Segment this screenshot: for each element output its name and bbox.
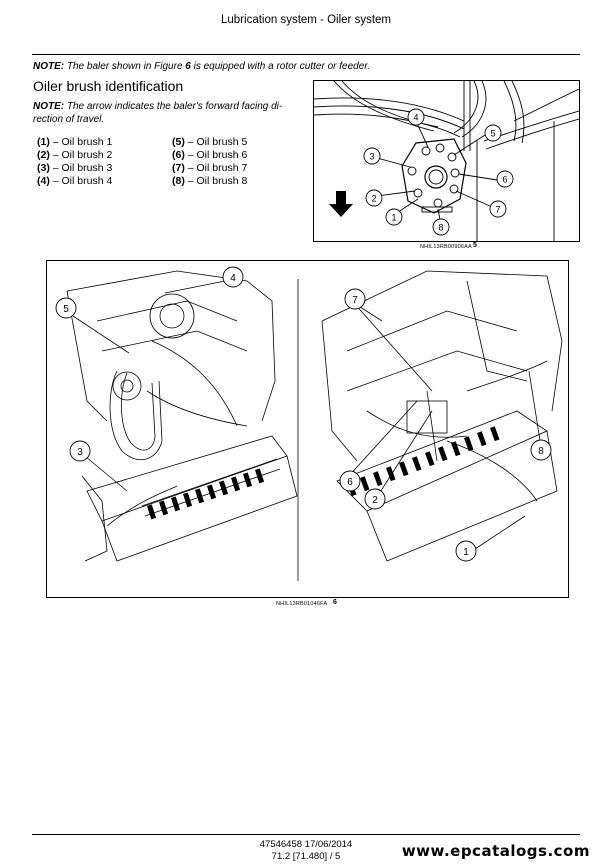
figure-5-code: NHIL13RB00906AA: [420, 244, 472, 250]
legend-item: (5) – Oil brush 5: [172, 136, 248, 148]
svg-text:2: 2: [372, 495, 378, 506]
figure-6-callouts: 4 5 3 7 6 2 8 1: [55, 266, 552, 562]
legend-item: (1) – Oil brush 1: [37, 136, 113, 148]
footer-doc-line: 47546458 17/06/2014: [259, 839, 353, 850]
figure-6-illustration: 4 5 3 7 6 2 8 1: [55, 266, 563, 581]
legend-item: (2) – Oil brush 2: [37, 149, 113, 161]
figure-6-left-teeth: [147, 468, 265, 520]
footer-page-line: 71.2 [71.480] / 5: [271, 851, 341, 862]
forward-arrow-icon: [329, 191, 353, 217]
svg-text:8: 8: [538, 446, 544, 457]
svg-text:3: 3: [369, 152, 374, 162]
note-arrow: NOTE: The arrow indicates the baler's fo…: [33, 100, 305, 126]
page-header-title: Lubrication system - Oiler system: [221, 14, 391, 26]
footer-rule: [32, 834, 580, 835]
legend-item: (6) – Oil brush 6: [172, 149, 248, 161]
svg-text:7: 7: [495, 205, 500, 215]
figure-6-right-view: [321, 270, 563, 562]
note-figure-ref: 6: [185, 61, 191, 72]
figure-5-frame: 4 5 3 6 2 7 1 8: [313, 80, 580, 242]
svg-text:4: 4: [413, 113, 418, 123]
svg-text:5: 5: [63, 304, 69, 315]
svg-text:1: 1: [391, 213, 396, 223]
header-rule: [32, 54, 580, 55]
note-figure-6: NOTE: The baler shown in Figure 6 is equ…: [33, 61, 593, 72]
legend-item: (8) – Oil brush 8: [172, 175, 248, 187]
figure-5-number: 5: [473, 242, 477, 249]
site-watermark: www.epcatalogs.com: [401, 842, 590, 860]
figure-6-leaders: [72, 280, 542, 552]
svg-text:1: 1: [463, 547, 469, 558]
note2-label: NOTE:: [33, 101, 65, 112]
figure-6-left-view: [66, 270, 298, 562]
svg-text:7: 7: [352, 295, 358, 306]
figure-6-code: NHIL13RB01046FA: [276, 601, 328, 607]
svg-text:4: 4: [230, 273, 236, 284]
svg-text:8: 8: [438, 223, 443, 233]
legend-item: (7) – Oil brush 7: [172, 162, 248, 174]
figure-5-illustration: 4 5 3 6 2 7 1 8: [314, 81, 579, 241]
note2-line2: rection of travel.: [33, 114, 105, 125]
note-text-pre: The baler shown in Figure: [64, 61, 186, 72]
note2-line1: The arrow indicates the baler's forward …: [64, 101, 283, 112]
section-title: Oiler brush identification: [33, 78, 184, 94]
svg-text:2: 2: [371, 194, 376, 204]
legend-item: (4) – Oil brush 4: [37, 175, 113, 187]
svg-text:6: 6: [502, 175, 507, 185]
svg-text:3: 3: [77, 447, 83, 458]
svg-text:6: 6: [347, 477, 353, 488]
figure-5-callouts: 4 5 3 6 2 7 1 8: [363, 108, 514, 236]
figure-6-frame: 4 5 3 7 6 2 8 1: [46, 260, 569, 598]
note-label: NOTE:: [33, 61, 65, 72]
legend-item: (3) – Oil brush 3: [37, 162, 113, 174]
figure-6-number: 6: [333, 599, 337, 606]
svg-text:5: 5: [490, 129, 495, 139]
note-text-post: is equipped with a rotor cutter or feede…: [190, 61, 371, 72]
